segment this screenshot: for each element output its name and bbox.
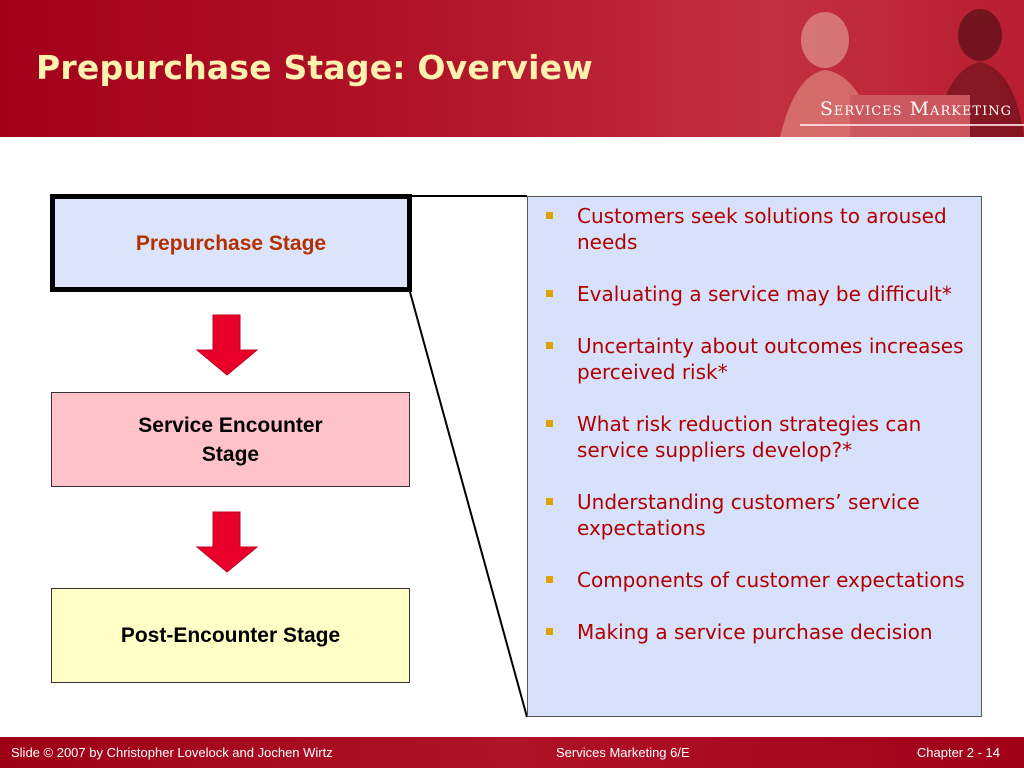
bullet-item: Making a service purchase decision [546, 619, 977, 645]
stage-prepurchase-label: Prepurchase Stage [135, 231, 327, 255]
bullet-text: Making a service purchase decision [577, 620, 933, 644]
brand-underline [800, 124, 1024, 126]
footer-copyright: Slide © 2007 by Christopher Lovelock and… [11, 745, 333, 760]
stage-service-encounter-line2: Stage [201, 442, 260, 466]
bullet-text: What risk reduction strategies can servi… [577, 412, 922, 462]
arrow-down-icon [195, 314, 259, 376]
slide-title: Prepurchase Stage: Overview [36, 48, 593, 87]
stage-service-encounter: Service Encounter Stage [51, 392, 410, 487]
bullet-item: Customers seek solutions to aroused need… [546, 203, 977, 255]
square-bullet-icon [546, 576, 553, 583]
square-bullet-icon [546, 290, 553, 297]
stage-post-encounter-label: Post-Encounter Stage [120, 624, 341, 647]
slide-header: Prepurchase Stage: Overview Services Mar… [0, 0, 1024, 137]
details-bullet-list: Customers seek solutions to aroused need… [546, 203, 977, 645]
square-bullet-icon [546, 212, 553, 219]
bullet-text: Uncertainty about outcomes increases per… [577, 334, 964, 384]
arrow-down-icon [195, 511, 259, 573]
stage-service-encounter-line1: Service Encounter [138, 413, 323, 437]
footer-book-title: Services Marketing 6/E [556, 745, 690, 760]
prepurchase-details-panel: Customers seek solutions to aroused need… [527, 196, 982, 717]
square-bullet-icon [546, 628, 553, 635]
header-photo [780, 9, 1024, 137]
slide-footer: Slide © 2007 by Christopher Lovelock and… [0, 737, 1024, 768]
bullet-text: Evaluating a service may be difficult* [577, 282, 952, 306]
bullet-item: Evaluating a service may be difficult* [546, 281, 977, 307]
footer-slide-number: Chapter 2 - 14 [916, 745, 1000, 760]
bullet-item: Uncertainty about outcomes increases per… [546, 333, 977, 385]
bullet-item: What risk reduction strategies can servi… [546, 411, 977, 463]
bullet-item: Understanding customers’ service expecta… [546, 489, 977, 541]
bullet-item: Components of customer expectations [546, 567, 977, 593]
bullet-text: Components of customer expectations [577, 568, 965, 592]
bullet-text: Customers seek solutions to aroused need… [577, 204, 947, 254]
stage-prepurchase: Prepurchase Stage [50, 194, 412, 292]
square-bullet-icon [546, 498, 553, 505]
square-bullet-icon [546, 420, 553, 427]
stage-post-encounter: Post-Encounter Stage [51, 588, 410, 683]
brand-name: Services Marketing [819, 98, 1012, 120]
square-bullet-icon [546, 342, 553, 349]
bullet-text: Understanding customers’ service expecta… [577, 490, 920, 540]
